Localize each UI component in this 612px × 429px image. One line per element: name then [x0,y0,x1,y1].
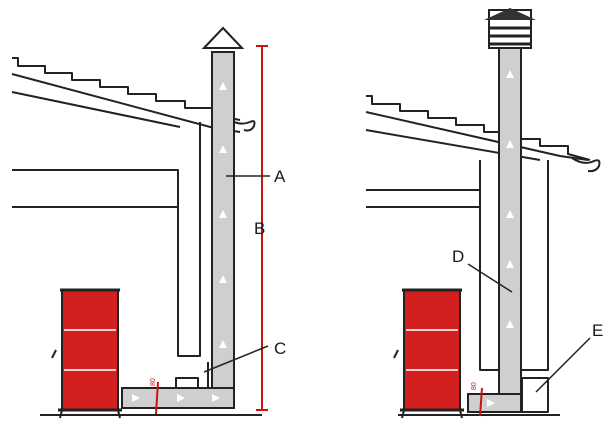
right-flow-arrows [487,70,514,407]
label-d-leader [467,263,513,293]
left-flow-arrows [132,82,227,402]
left-chimney-cap [201,26,245,49]
left-chimney-pipe [121,26,245,409]
label-b: B [254,219,265,238]
left-pipe-marker-text: 80 [150,378,157,386]
dimension-b-line [256,45,268,411]
left-walls [12,122,262,416]
right-pipe-marker-text: 80 [471,382,478,390]
left-installation: 80 A B C [11,26,286,419]
right-chimney-cap [484,8,536,49]
right-stove [393,288,464,419]
left-stove [51,288,122,419]
label-a: A [274,167,286,186]
left-section-marker: 80 [150,378,159,415]
label-e: E [592,321,603,340]
label-c-leader [203,345,269,373]
right-chimney-pipe [467,8,536,413]
right-section-marker: 80 [471,382,483,417]
right-walls [366,160,560,416]
right-roof [365,95,601,173]
label-d: D [452,247,464,266]
label-e-leader [535,337,591,393]
label-c: C [274,339,286,358]
right-installation: 80 D E [365,8,603,419]
